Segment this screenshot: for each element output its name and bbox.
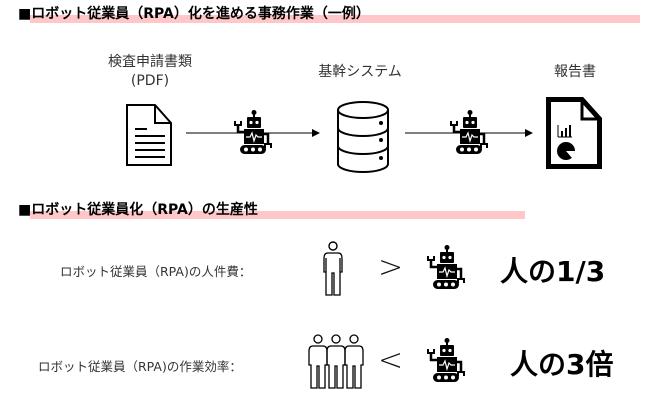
labor-cost-result: 人の1/3: [500, 255, 606, 288]
document-icon: [126, 104, 172, 166]
less-than-operator: <: [378, 343, 404, 378]
work-efficiency-label: ロボット従業員（RPA)の作業効率：: [38, 359, 242, 374]
source-label-line1: 検査申請書類: [108, 54, 192, 70]
source-label: 検査申請書類 (PDF): [90, 53, 210, 91]
work-efficiency-result: 人の3倍: [510, 348, 614, 381]
source-label-line2: (PDF): [130, 73, 170, 89]
robot-icon: [426, 243, 466, 291]
section-title: ■ロボット従業員化（RPA）の生産性: [18, 202, 258, 218]
robot-icon: [426, 336, 466, 384]
robot-icon: [449, 108, 489, 156]
robot-icon: [233, 108, 273, 156]
labor-cost-label: ロボット従業員（RPA)の人件費：: [60, 264, 252, 279]
section-header-rpa-tasks: ■ロボット従業員（RPA）化を進める事務作業（一例）: [18, 4, 640, 24]
report-icon: [546, 97, 602, 169]
section-header-productivity: ■ロボット従業員化（RPA）の生産性: [18, 200, 638, 220]
greater-than-operator: >: [378, 250, 404, 285]
header-underline: [30, 211, 525, 219]
people-group-icon: [308, 334, 364, 389]
database-icon: [337, 101, 389, 173]
header-underline: [30, 15, 640, 23]
person-icon: [323, 241, 343, 296]
output-label: 報告書: [554, 64, 596, 80]
system-label: 基幹システム: [318, 64, 402, 80]
section-title: ■ロボット従業員（RPA）化を進める事務作業（一例）: [18, 6, 370, 22]
